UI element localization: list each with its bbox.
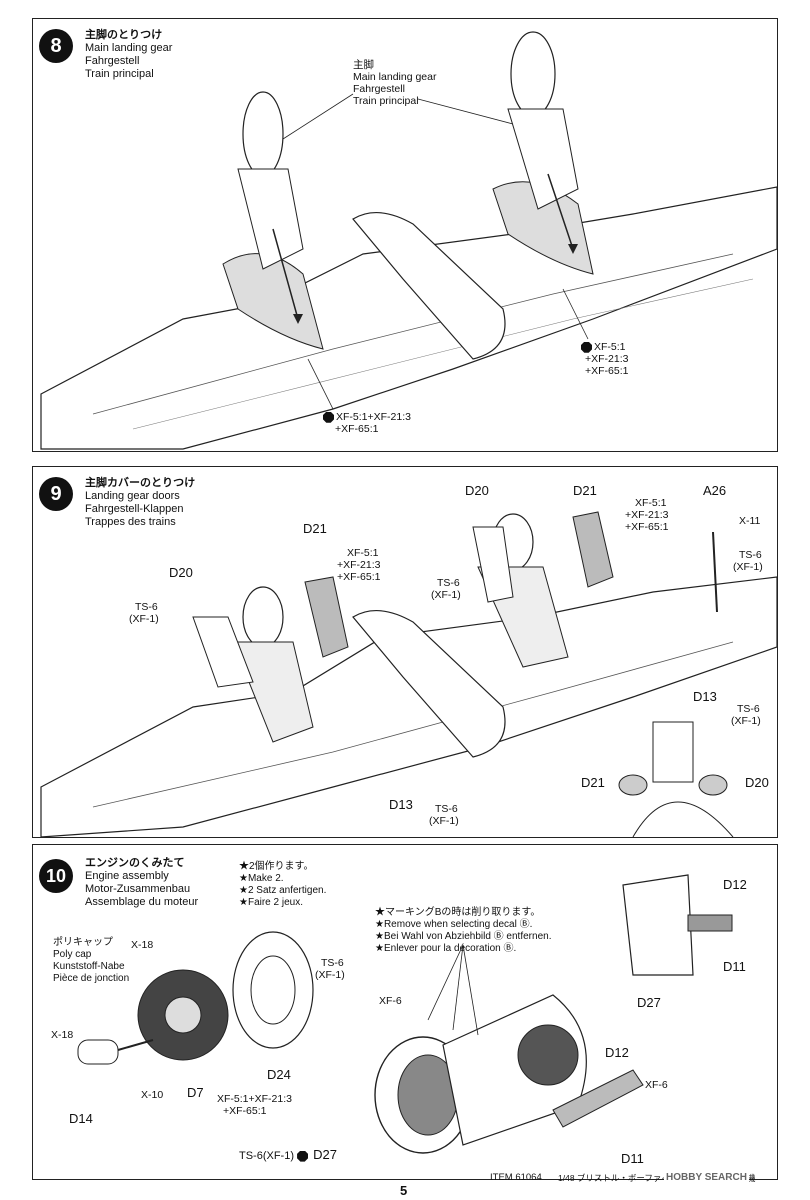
step-8-illustration	[40, 31, 777, 450]
step-number-badge: 9	[39, 477, 73, 511]
part-d27-top: D27	[637, 995, 661, 1010]
xf6-right-label: XF-6	[645, 1079, 668, 1091]
callout-de: Fahrgestell	[353, 83, 405, 95]
step-title-jp: 主脚カバーのとりつけ	[85, 477, 196, 489]
part-d11-bottom: D11	[621, 1151, 644, 1166]
watermark: HOBBY SEARCH	[664, 1172, 749, 1183]
ts6-top: TS-6 (XF-1)	[315, 957, 345, 981]
part-d20-left: D20	[169, 565, 193, 580]
step-title-en: Main landing gear	[85, 42, 173, 54]
part-a26: A26	[703, 483, 727, 498]
paint-callout-right: XF-5:1 +XF-21:3 +XF-65:1	[581, 341, 628, 377]
paint-dot-icon	[581, 341, 592, 353]
step-number-badge: 8	[39, 29, 73, 63]
ts6-center: TS-6 (XF-1)	[431, 577, 461, 601]
step-title-en: Engine assembly	[85, 870, 169, 882]
step-title-block: 主脚カバーのとりつけ Landing gear doors Fahrgestel…	[85, 477, 195, 529]
gear-callout: 主脚 Main landing gear Fahrgestell Train p…	[353, 59, 436, 107]
part-d21-left: D21	[303, 521, 327, 536]
x11-label: X-11	[739, 515, 761, 527]
paint-callout-left: XF-5:1+XF-21:3 +XF-65:1	[323, 411, 411, 435]
part-d21-right: D21	[573, 483, 597, 498]
step-title-de: Fahrgestell-Klappen	[85, 503, 184, 515]
step-title-fr: Trappes des trains	[85, 516, 176, 528]
item-code: ITEM 61064	[490, 1172, 542, 1183]
step-title-fr: Assemblage du moteur	[85, 896, 199, 908]
ts6-left: TS-6 (XF-1)	[129, 601, 159, 625]
step-9-panel: 9 主脚カバーのとりつけ Landing gear doors Fahrgest…	[32, 466, 778, 838]
ts6-d27-label: TS-6(XF-1) D27	[239, 1147, 337, 1162]
step-8-panel: 8 主脚のとりつけ Main landing gear Fahrgestell …	[32, 18, 778, 452]
ts6-d13-right: TS-6 (XF-1)	[731, 703, 761, 727]
step-title-en: Landing gear doors	[85, 490, 180, 502]
part-d12-bottom: D12	[605, 1045, 629, 1060]
paint-engine: XF-5:1+XF-21:3 +XF-65:1	[217, 1093, 292, 1117]
part-d20-right: D20	[465, 483, 489, 498]
page-number: 5	[400, 1183, 408, 1198]
part-d13-right: D13	[693, 689, 717, 704]
step-10-illustration	[77, 874, 733, 1154]
part-d21-detail: D21	[581, 775, 605, 790]
make-two-note: ★2個作ります。 ★Make 2. ★2 Satz anfertigen. ★F…	[239, 861, 327, 908]
paint-d21-right: XF-5:1 +XF-21:3 +XF-65:1	[625, 497, 669, 533]
paint-dot-icon	[323, 411, 334, 423]
part-d24: D24	[267, 1067, 291, 1082]
step-title-block: エンジンのくみたて Engine assembly Motor-Zusammen…	[85, 857, 198, 909]
xf6-left-label: XF-6	[379, 995, 402, 1007]
step-title-jp: エンジンのくみたて	[85, 857, 185, 869]
paint-d21-left: XF-5:1 +XF-21:3 +XF-65:1	[337, 547, 381, 583]
step-title-fr: Train principal	[85, 68, 154, 80]
x18-left-label: X-18	[51, 1029, 74, 1041]
step-title-de: Motor-Zusammenbau	[85, 883, 191, 895]
step-title-de: Fahrgestell	[85, 55, 140, 67]
part-d20-detail: D20	[745, 775, 769, 790]
step-title-block: 主脚のとりつけ Main landing gear Fahrgestell Tr…	[85, 29, 172, 81]
step-10-panel: 10 エンジンのくみたて Engine assembly Motor-Zusam…	[32, 844, 778, 1180]
part-d7: D7	[187, 1085, 204, 1100]
step-title-jp: 主脚のとりつけ	[85, 29, 163, 41]
step-number-badge: 10	[39, 859, 73, 893]
x10-label: X-10	[141, 1089, 164, 1101]
callout-fr: Train principal	[353, 95, 419, 107]
callout-jp: 主脚	[353, 59, 374, 71]
decal-note: ★マーキングBの時は削り取ります。 ★Remove when selecting…	[375, 907, 552, 954]
ts6-right: TS-6 (XF-1)	[733, 549, 763, 573]
paint-dot-icon	[297, 1150, 309, 1162]
callout-en: Main landing gear	[353, 71, 437, 83]
step-9-illustration	[40, 511, 777, 837]
part-d11-top: D11	[723, 959, 746, 974]
part-d12-top: D12	[723, 877, 747, 892]
x18-top-label: X-18	[131, 939, 154, 951]
product-name: 1/48 ブリストル・ボーファイター Mk.VI 夜間戦闘機	[558, 1173, 756, 1183]
polycap-label: ポリキャップ Poly cap Kunststoff-Nabe Pièce de…	[53, 937, 130, 984]
part-d14: D14	[69, 1111, 93, 1126]
part-d13-bottom: D13	[389, 797, 413, 812]
ts6-d13-bottom: TS-6 (XF-1)	[429, 803, 459, 827]
